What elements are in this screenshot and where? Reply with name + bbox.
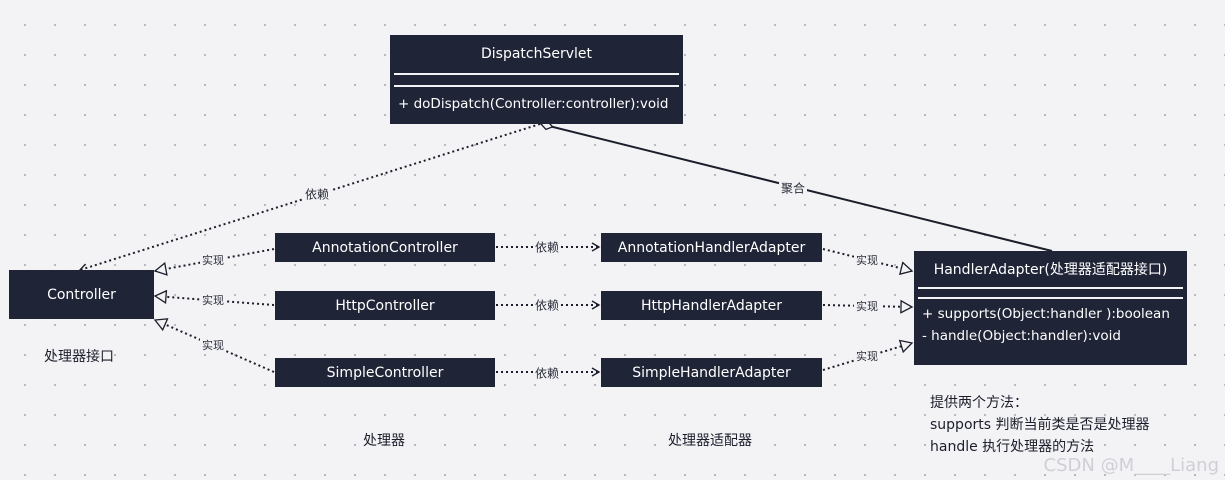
http-adapter-implements-label: 实现: [854, 298, 880, 314]
handle-method: - handle(Object:handler):void: [922, 328, 1121, 344]
annotation-implements-label: 实现: [200, 252, 226, 268]
class-divider: [918, 297, 1183, 299]
handler-adapter-interface: HandlerAdapter(处理器适配器接口) + supports(Obje…: [914, 251, 1187, 365]
simple-controller-class: SimpleController: [275, 358, 495, 387]
simple-handler-adapter-class: SimpleHandlerAdapter: [601, 358, 822, 387]
annotation-dependency-label: 依赖: [532, 238, 562, 256]
annotation-handler-adapter-name: AnnotationHandlerAdapter: [617, 239, 806, 256]
simple-handler-adapter-name: SimpleHandlerAdapter: [632, 364, 791, 381]
http-controller-name: HttpController: [335, 297, 435, 314]
http-controller-class: HttpController: [275, 291, 495, 320]
annotation-controller-class: AnnotationController: [275, 233, 495, 262]
dispatch-dependency-label: 依赖: [302, 185, 332, 203]
http-handler-adapter-class: HttpHandlerAdapter: [601, 291, 822, 320]
annotation-controller-name: AnnotationController: [312, 239, 458, 256]
class-divider: [394, 73, 679, 75]
http-implements-label: 实现: [200, 292, 226, 308]
class-divider: [394, 85, 679, 87]
handler-adapter-name: HandlerAdapter(处理器适配器接口): [933, 262, 1168, 278]
notes-line: 提供两个方法：: [930, 395, 1028, 411]
dispatch-servlet-methods: + doDispatch(Controller:controller):void: [390, 87, 683, 121]
http-handler-adapter-name: HttpHandlerAdapter: [640, 297, 783, 314]
simple-controller-name: SimpleController: [326, 364, 444, 381]
simple-adapter-implements-label: 实现: [854, 348, 880, 364]
handlers-caption: 处理器: [363, 433, 405, 449]
simple-implements-line: [155, 320, 275, 373]
controller-caption: 处理器接口: [44, 349, 114, 365]
notes-block: 提供两个方法： supports 判断当前类是否是处理器 handle 执行处理…: [930, 392, 1150, 458]
handler-adapter-methods: + supports(Object:handler ):boolean - ha…: [914, 299, 1187, 351]
do-dispatch-method: + doDispatch(Controller:controller):void: [398, 96, 669, 112]
simple-implements-label: 实现: [200, 337, 226, 353]
annotation-adapter-implements-label: 实现: [854, 252, 880, 268]
controller-interface: Controller: [9, 270, 154, 319]
class-divider: [918, 287, 1183, 289]
simple-dependency-label: 依赖: [532, 364, 562, 382]
adapters-caption: 处理器适配器: [668, 433, 752, 449]
controller-name: Controller: [47, 286, 116, 303]
annotation-handler-adapter-class: AnnotationHandlerAdapter: [601, 233, 822, 262]
notes-line: supports 判断当前类是否是处理器: [930, 417, 1150, 433]
aggregation-label: 聚合: [778, 179, 808, 197]
watermark: CSDN @M____Liang: [1043, 455, 1219, 476]
dispatch-servlet-name: DispatchServlet: [480, 46, 593, 62]
supports-method: + supports(Object:handler ):boolean: [922, 306, 1170, 322]
dispatch-servlet-class: DispatchServlet + doDispatch(Controller:…: [390, 35, 683, 124]
notes-line: handle 执行处理器的方法: [930, 439, 1095, 455]
http-dependency-label: 依赖: [532, 296, 562, 314]
